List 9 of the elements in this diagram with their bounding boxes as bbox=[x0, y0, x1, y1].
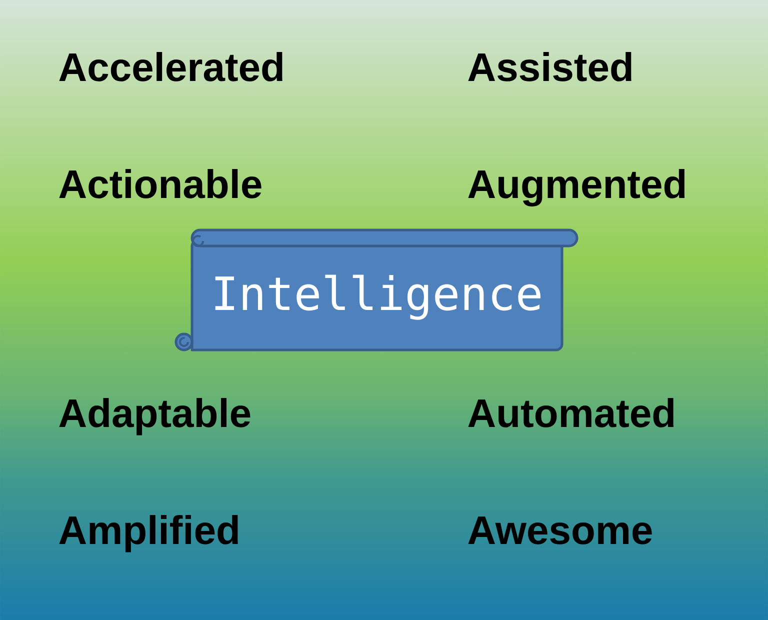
word-label: Assisted bbox=[468, 52, 632, 82]
word-label: Accelerated bbox=[59, 52, 282, 82]
word-label: Augmented bbox=[468, 169, 685, 206]
word-label: Adaptable bbox=[59, 398, 250, 436]
word-label: Actionable bbox=[59, 169, 262, 198]
word-label: Awesome bbox=[468, 516, 652, 544]
word-label: Automated bbox=[468, 398, 674, 428]
scroll-banner: Intelligence bbox=[174, 228, 578, 352]
word-label: Amplified bbox=[59, 515, 238, 552]
